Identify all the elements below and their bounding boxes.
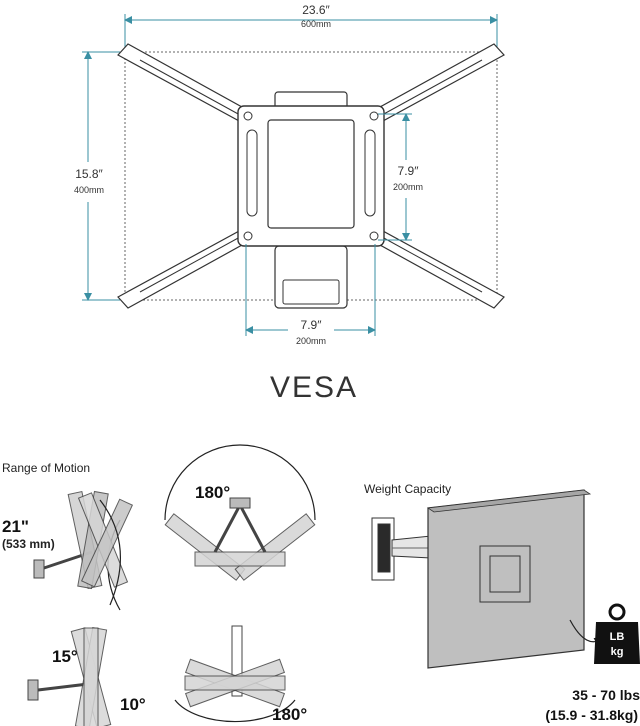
inner-height-inches: 7.9″ bbox=[398, 164, 420, 178]
range-of-motion-heading: Range of Motion bbox=[2, 461, 90, 475]
weight-capacity-section: Weight Capacity LB kg 35 - 70 lbs (15.9 … bbox=[364, 482, 640, 723]
height-mm: 400mm bbox=[74, 185, 104, 195]
plate-holes bbox=[243, 111, 379, 241]
width-inches: 23.6″ bbox=[302, 3, 330, 17]
swivel-top-angle: 180° bbox=[195, 483, 230, 502]
vesa-diagram: 23.6″ 600mm 15.8″ 400mm bbox=[74, 3, 505, 404]
weight-icon-lb: LB bbox=[610, 631, 625, 643]
extension-arc bbox=[99, 499, 121, 606]
arm-slots bbox=[139, 59, 483, 293]
extension-inches: 21" bbox=[2, 517, 29, 536]
weight-capacity-heading: Weight Capacity bbox=[364, 482, 451, 496]
plate-slot-right bbox=[364, 129, 376, 217]
swivel-top-figure bbox=[164, 444, 316, 581]
width-mm: 600mm bbox=[301, 19, 331, 29]
extension-figure bbox=[33, 490, 134, 611]
range-of-motion-section: Range of Motion 21" (533 mm) 180° bbox=[2, 444, 316, 726]
plate-window bbox=[267, 119, 355, 229]
tilt-up-angle: 15° bbox=[52, 647, 78, 666]
lower-arm-cover bbox=[282, 279, 340, 305]
tv-mount-window bbox=[489, 555, 521, 593]
swivel-bottom-angle: 180° bbox=[272, 705, 307, 724]
tv-panel-top-edge bbox=[426, 489, 592, 513]
swivel-bottom-figure bbox=[174, 625, 296, 723]
weight-icon-kg: kg bbox=[611, 646, 624, 658]
tilt-down-angle: 10° bbox=[120, 695, 146, 714]
vesa-title: VESA bbox=[270, 371, 358, 404]
height-inches: 15.8″ bbox=[75, 167, 103, 181]
weight-range-kg: (15.9 - 31.8kg) bbox=[545, 707, 638, 723]
extension-mm: (533 mm) bbox=[2, 537, 55, 551]
inner-width-mm: 200mm bbox=[296, 336, 326, 346]
weight-range-lbs: 35 - 70 lbs bbox=[572, 687, 640, 703]
inner-width-inches: 7.9″ bbox=[301, 318, 323, 332]
plate-slot-left bbox=[246, 129, 258, 217]
inner-height-mm: 200mm bbox=[393, 182, 423, 192]
tilt-figure bbox=[27, 626, 112, 726]
weight-icon: LB kg bbox=[594, 603, 640, 664]
